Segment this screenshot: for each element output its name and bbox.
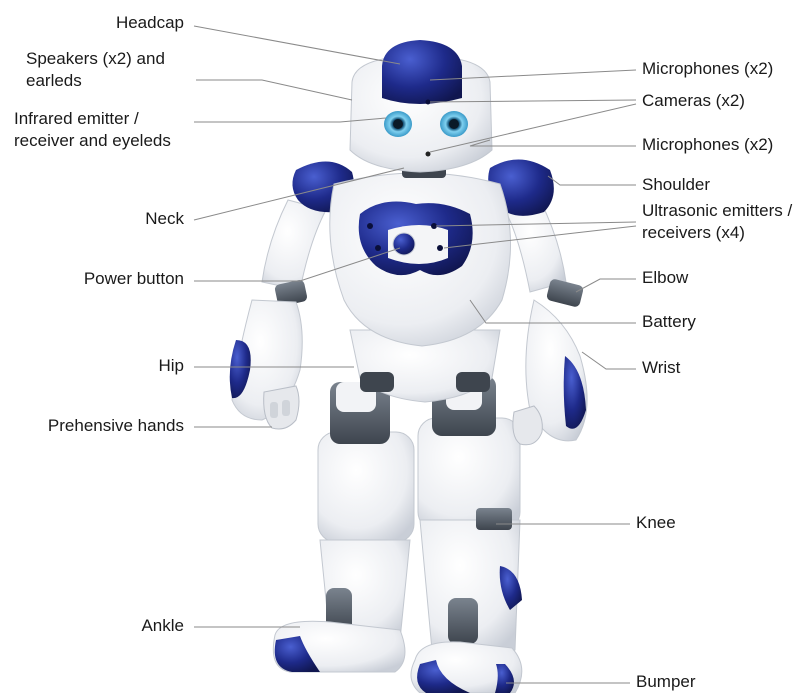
leader-speakers [196,80,352,100]
left-leg [273,382,414,672]
right-leg [411,376,522,693]
label-infrared: Infrared emitter / receiver and eyeleds [14,108,190,152]
headcap-shape [382,40,462,104]
label-hip: Hip [120,355,184,377]
leader-wrist [582,352,636,369]
leader-shoulder [548,176,636,185]
label-knee: Knee [636,512,676,534]
label-microphones-face: Microphones (x2) [642,134,773,156]
label-elbow: Elbow [642,267,688,289]
label-neck: Neck [120,208,184,230]
label-ankle: Ankle [110,615,184,637]
label-prehensive-hands: Prehensive hands [30,415,184,437]
label-ultrasonic: Ultrasonic emitters / receivers (x4) [642,200,792,244]
label-headcap: Headcap [100,12,184,34]
label-speakers: Speakers (x2) and earleds [26,48,186,92]
leader-headcap [194,26,400,64]
left-arm [230,200,326,429]
knee-joint [476,508,512,530]
label-cameras: Cameras (x2) [642,90,745,112]
label-battery: Battery [642,311,696,333]
leader-microphones-face [470,140,636,146]
label-wrist: Wrist [642,357,680,379]
power-button-shape [393,233,415,255]
label-bumper: Bumper [636,671,696,693]
label-power-button: Power button [60,268,184,290]
label-microphones-top: Microphones (x2) [642,58,773,80]
label-shoulder: Shoulder [642,174,710,196]
leader-elbow [576,279,636,292]
